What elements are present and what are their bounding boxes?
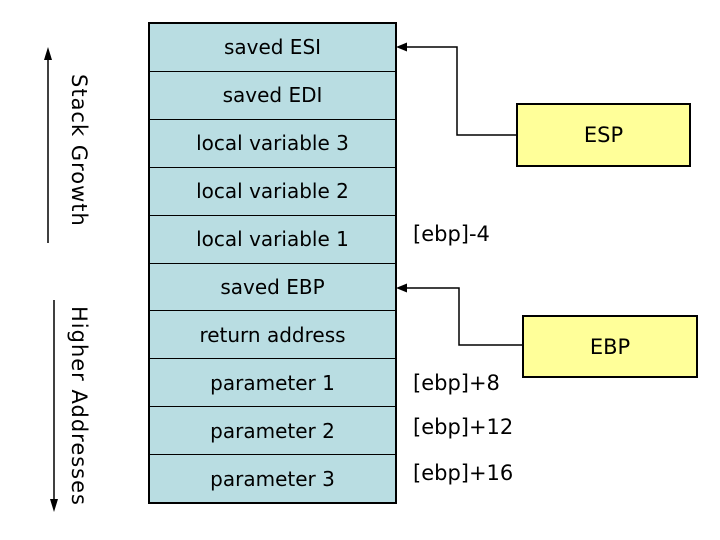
stack-row-parameter-1: parameter 1: [150, 359, 395, 408]
stack-row-parameter-2: parameter 2: [150, 407, 395, 456]
higher-addresses-label: Higher Addresses: [67, 306, 91, 506]
stack-row-saved-ebp: saved EBP: [150, 264, 395, 312]
stack-growth-label: Stack Growth: [67, 74, 91, 227]
ebp-register-label: EBP: [589, 334, 631, 359]
offset-label-ebp-minus-4: [ebp]-4: [413, 222, 490, 246]
esp-register-label: ESP: [583, 123, 624, 147]
offset-label-ebp-plus-12: [ebp]+12: [413, 415, 514, 439]
ebp-pointer-arrow: [396, 283, 522, 346]
memory-stack: saved ESI saved EDI local variable 3 loc…: [148, 22, 397, 504]
stack-row-return-address: return address: [150, 311, 395, 360]
offset-label-ebp-plus-16: [ebp]+16: [413, 461, 514, 485]
higher-addresses-arrow: [50, 300, 58, 512]
stack-row-saved-edi: saved EDI: [150, 72, 395, 120]
stack-row-parameter-3: parameter 3: [210, 466, 335, 491]
stack-row-local-var-2: local variable 2: [150, 168, 395, 216]
stack-row-local-var-3: local variable 3: [150, 120, 395, 168]
offset-label-ebp-plus-8: [ebp]+8: [413, 371, 500, 395]
esp-pointer-arrow: [396, 42, 516, 136]
stack-row-saved-esi: saved ESI: [150, 24, 395, 72]
ebp-register-box: EBP: [522, 315, 698, 378]
stack-row-local-var-1: local variable 1: [150, 216, 395, 264]
esp-register-box: ESP: [516, 103, 691, 167]
stack-growth-arrow: [44, 47, 52, 243]
